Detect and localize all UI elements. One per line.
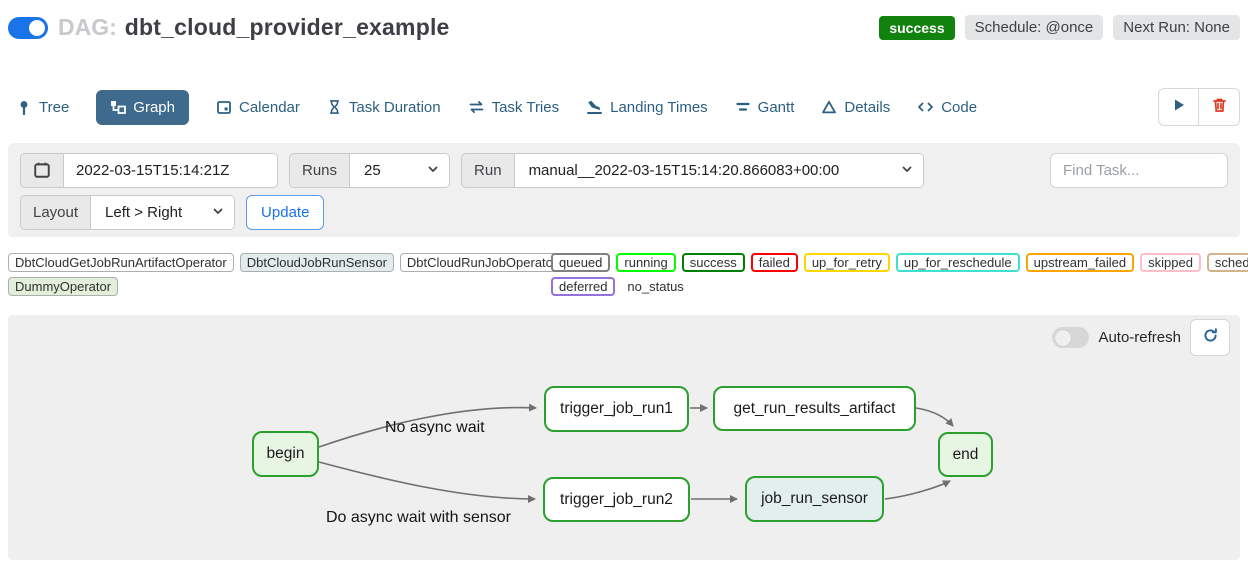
dag-title: dbt_cloud_provider_example xyxy=(124,14,450,40)
update-button[interactable]: Update xyxy=(246,194,325,230)
hourglass-icon xyxy=(327,99,342,115)
edge-label-no-async-wait: No async wait xyxy=(385,419,485,436)
edge-label-do-async-wait: Do async wait with sensor xyxy=(326,509,511,526)
toggle-knob xyxy=(1055,329,1072,346)
task-node-job-run-sensor[interactable]: job_run_sensor xyxy=(745,476,884,522)
filter-row-1: Runs 25 Run manual__2022-03-15T15:14:20.… xyxy=(20,152,1228,188)
runs-label: Runs xyxy=(290,153,351,187)
base-date-input[interactable] xyxy=(64,153,277,187)
view-tabs: Tree Graph Calendar Task Duration Task T… xyxy=(16,88,1240,126)
status-badge: deferred xyxy=(551,277,616,296)
dag-run-select[interactable]: manual__2022-03-15T15:14:20.866083+00:00 xyxy=(514,153,923,187)
run-label: Run xyxy=(462,153,515,187)
operator-badge: DbtCloudRunJobOperator xyxy=(399,253,565,272)
status-badge: up_for_retry xyxy=(803,253,890,272)
operator-badge: DbtCloudJobRunSensor xyxy=(239,253,394,272)
dag-status-badge: success xyxy=(879,15,955,40)
calendar-icon xyxy=(216,99,232,115)
plane-landing-icon xyxy=(586,99,603,115)
graph-icon xyxy=(110,99,127,115)
schedule-badge: Schedule: @once xyxy=(964,15,1104,40)
num-runs-group: Runs 25 xyxy=(289,152,451,188)
layout-label: Layout xyxy=(21,195,92,229)
trash-icon xyxy=(1212,97,1227,118)
dag-action-buttons xyxy=(1158,88,1240,126)
status-no-status: no_status xyxy=(627,279,684,294)
code-icon xyxy=(917,99,934,115)
refresh-icon xyxy=(1202,327,1219,349)
status-badge: running xyxy=(616,253,676,272)
tab-details[interactable]: Details xyxy=(821,90,890,125)
chevron-down-icon xyxy=(212,204,224,221)
operator-badge: DbtCloudGetJobRunArtifactOperator xyxy=(8,253,234,272)
tree-pin-icon xyxy=(16,99,32,115)
calendar-addon-icon xyxy=(21,153,64,187)
tab-calendar[interactable]: Calendar xyxy=(216,90,300,125)
layout-group: Layout Left > Right xyxy=(20,194,236,230)
tab-graph[interactable]: Graph xyxy=(96,89,189,125)
find-task-input[interactable] xyxy=(1050,152,1228,188)
delete-dag-button[interactable] xyxy=(1199,88,1240,126)
graph-panel-controls: Auto-refresh xyxy=(1052,319,1230,356)
num-runs-select[interactable]: 25 xyxy=(350,153,450,187)
auto-refresh-toggle[interactable] xyxy=(1052,327,1090,348)
tab-task-tries[interactable]: Task Tries xyxy=(468,90,559,125)
dag-pause-toggle[interactable] xyxy=(8,16,48,39)
dag-run-group: Run manual__2022-03-15T15:14:20.866083+0… xyxy=(461,152,924,188)
dag-prefix-label: DAG: xyxy=(58,14,117,40)
dag-graph-panel: Auto-refresh begin trigger_job_run1 get_… xyxy=(8,315,1240,560)
task-node-get-run-results-artifact[interactable]: get_run_results_artifact xyxy=(713,386,916,431)
tab-landing-times[interactable]: Landing Times xyxy=(586,90,708,125)
legend: DbtCloudGetJobRunArtifactOperator DbtClo… xyxy=(8,253,1248,301)
trigger-dag-button[interactable] xyxy=(1158,88,1199,126)
auto-refresh-label: Auto-refresh xyxy=(1098,329,1181,346)
header-badges: success Schedule: @once Next Run: None xyxy=(879,15,1240,40)
status-badge: upstream_failed xyxy=(1025,253,1135,272)
dag-header: DAG: dbt_cloud_provider_example success … xyxy=(8,14,1240,41)
task-node-begin[interactable]: begin xyxy=(252,431,319,477)
layout-select[interactable]: Left > Right xyxy=(91,195,235,229)
status-badge: skipped xyxy=(1140,253,1201,272)
chevron-down-icon xyxy=(901,162,913,179)
tab-task-duration[interactable]: Task Duration xyxy=(327,90,441,125)
triangle-details-icon xyxy=(821,99,837,115)
tab-gantt[interactable]: Gantt xyxy=(735,90,794,125)
graph-filter-bar: Runs 25 Run manual__2022-03-15T15:14:20.… xyxy=(8,143,1240,237)
next-run-badge: Next Run: None xyxy=(1113,15,1240,40)
task-node-trigger-job-run1[interactable]: trigger_job_run1 xyxy=(544,386,689,432)
chevron-down-icon xyxy=(427,162,439,179)
operator-badge: DummyOperator xyxy=(8,277,119,296)
status-badge: failed xyxy=(750,253,798,272)
repeat-arrows-icon xyxy=(468,99,485,115)
graph-edges xyxy=(318,403,954,503)
task-node-trigger-job-run2[interactable]: trigger_job_run2 xyxy=(543,477,690,522)
gantt-bars-icon xyxy=(735,99,751,115)
tab-tree[interactable]: Tree xyxy=(16,90,69,125)
status-badge: up_for_reschedule xyxy=(895,253,1020,272)
status-badge: success xyxy=(681,253,745,272)
refresh-button[interactable] xyxy=(1190,319,1230,356)
filter-row-2: Layout Left > Right Update xyxy=(20,194,1228,230)
operator-legend: DbtCloudGetJobRunArtifactOperator DbtClo… xyxy=(8,253,565,301)
status-badge: queued xyxy=(551,253,611,272)
base-date-group xyxy=(20,152,278,188)
task-node-end[interactable]: end xyxy=(938,432,993,477)
status-legend: queued running success failed up_for_ret… xyxy=(551,253,1248,301)
tab-code[interactable]: Code xyxy=(917,90,977,125)
play-icon xyxy=(1172,98,1186,117)
toggle-knob xyxy=(29,19,45,36)
status-badge: scheduled xyxy=(1206,253,1248,272)
